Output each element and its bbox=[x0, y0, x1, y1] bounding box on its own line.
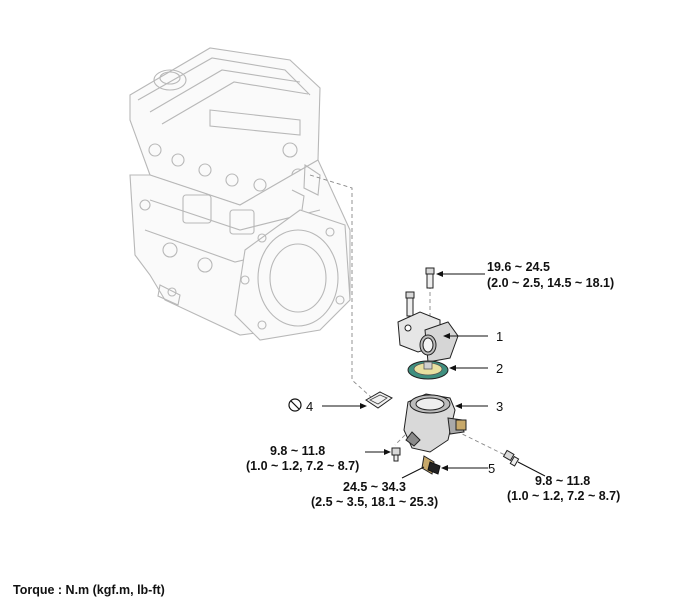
callout-3: 3 bbox=[496, 399, 503, 414]
sensor-torque-alt: (2.5 ~ 3.5, 18.1 ~ 25.3) bbox=[311, 495, 438, 509]
right-bolt-leader bbox=[517, 461, 546, 477]
thermostat-housing bbox=[403, 393, 467, 453]
callout-5: 5 bbox=[488, 461, 495, 476]
torque-units-note: Torque : N.m (kgf.m, lb-ft) bbox=[13, 583, 165, 597]
left-bolt bbox=[391, 447, 401, 462]
right-bolt bbox=[502, 449, 520, 467]
callout-2: 2 bbox=[496, 361, 503, 376]
water-inlet-fitting bbox=[397, 311, 459, 363]
callout-1: 1 bbox=[496, 329, 503, 344]
no-reuse-icon bbox=[288, 398, 302, 412]
left-bolt-torque-nm: 9.8 ~ 11.8 bbox=[270, 444, 325, 458]
sensor-torque-leader bbox=[401, 466, 425, 479]
temperature-sensor bbox=[421, 455, 441, 475]
gasket bbox=[365, 391, 393, 409]
top-bolt-torque-alt: (2.0 ~ 2.5, 14.5 ~ 18.1) bbox=[487, 276, 614, 290]
thermostat bbox=[407, 360, 449, 380]
sensor-torque-nm: 24.5 ~ 34.3 bbox=[343, 480, 406, 494]
top-bolt bbox=[425, 267, 435, 289]
engine-block-outline bbox=[129, 47, 351, 341]
housing-bolt bbox=[405, 291, 415, 317]
right-bolt-torque-alt: (1.0 ~ 1.2, 7.2 ~ 8.7) bbox=[507, 489, 620, 503]
top-bolt-torque-nm: 19.6 ~ 24.5 bbox=[487, 260, 550, 274]
assembly-path-line bbox=[309, 174, 373, 399]
callout-4: 4 bbox=[306, 399, 313, 414]
left-bolt-torque-alt: (1.0 ~ 1.2, 7.2 ~ 8.7) bbox=[246, 459, 359, 473]
right-bolt-torque-nm: 9.8 ~ 11.8 bbox=[535, 474, 590, 488]
